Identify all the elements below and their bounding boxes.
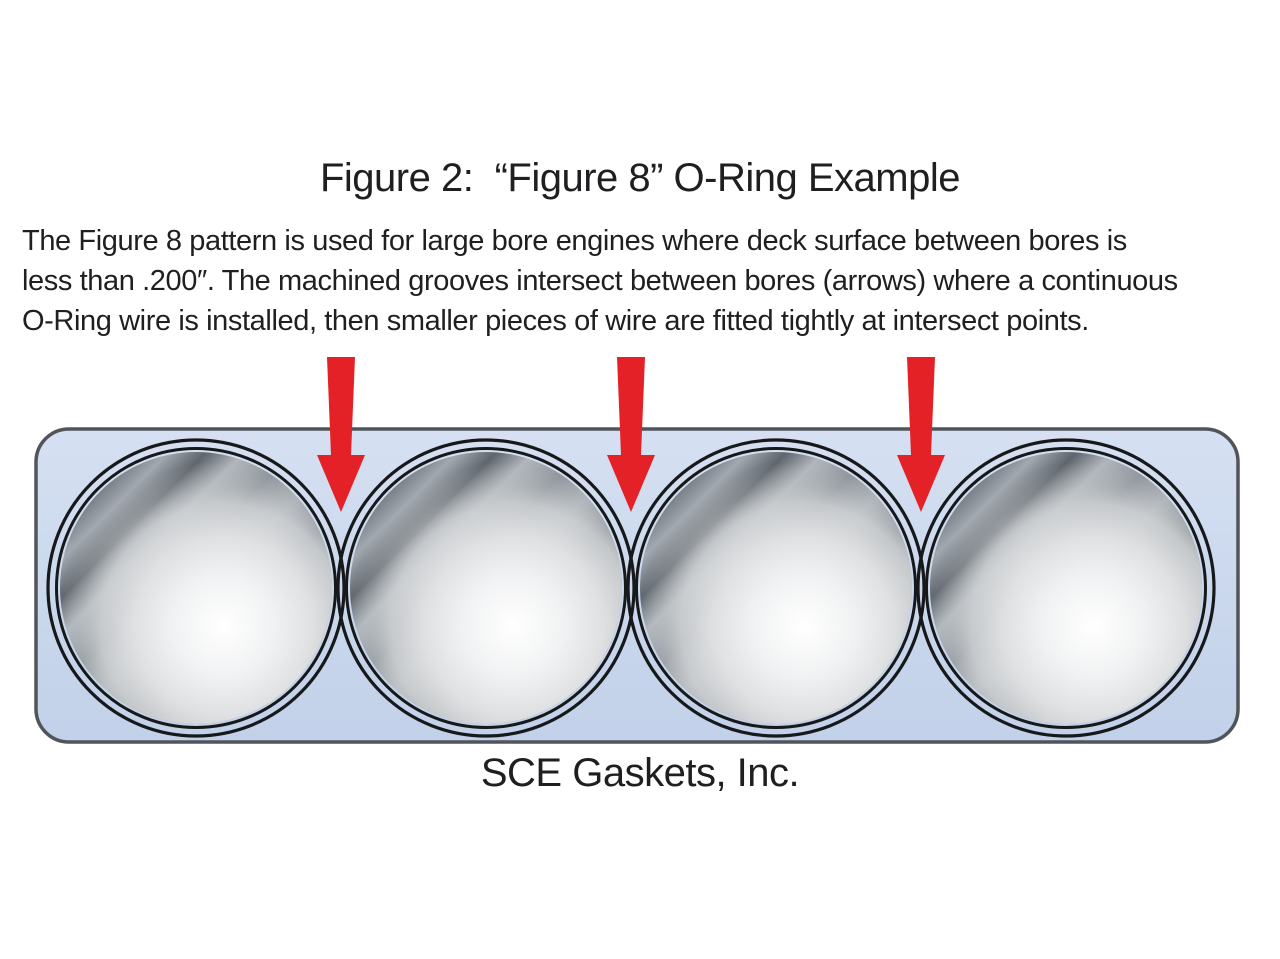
cylinder-bore-highlight bbox=[60, 452, 332, 724]
company-name: SCE Gaskets, Inc. bbox=[480, 751, 800, 795]
intersection-arrow bbox=[317, 357, 365, 512]
cylinder-bore-highlight bbox=[930, 452, 1202, 724]
description-line-2: less than .200″. The machined grooves in… bbox=[22, 265, 1178, 297]
bore-groove-inner-ring bbox=[925, 447, 1207, 729]
intersection-arrow bbox=[607, 357, 655, 512]
description-line-3: O-Ring wire is installed, then smaller p… bbox=[22, 305, 1089, 337]
bore-groove-inner-ring bbox=[345, 447, 627, 729]
bore-groove-outer-ring bbox=[336, 438, 636, 738]
figure-description: The Figure 8 pattern is used for large b… bbox=[22, 221, 1178, 341]
cylinder-bore-highlight bbox=[350, 452, 622, 724]
figure-title: Figure 2: “Figure 8” O-Ring Example bbox=[319, 156, 961, 200]
bore-groove-outer-ring bbox=[916, 438, 1216, 738]
intersection-arrow bbox=[897, 357, 945, 512]
bore-groove-outer-ring bbox=[626, 438, 926, 738]
description-line-1: The Figure 8 pattern is used for large b… bbox=[22, 225, 1127, 257]
cylinder-bore-highlight bbox=[640, 452, 912, 724]
bore-groove-inner-ring bbox=[635, 447, 917, 729]
bore-groove-outer-ring bbox=[46, 438, 346, 738]
bore-groove-inner-ring bbox=[55, 447, 337, 729]
